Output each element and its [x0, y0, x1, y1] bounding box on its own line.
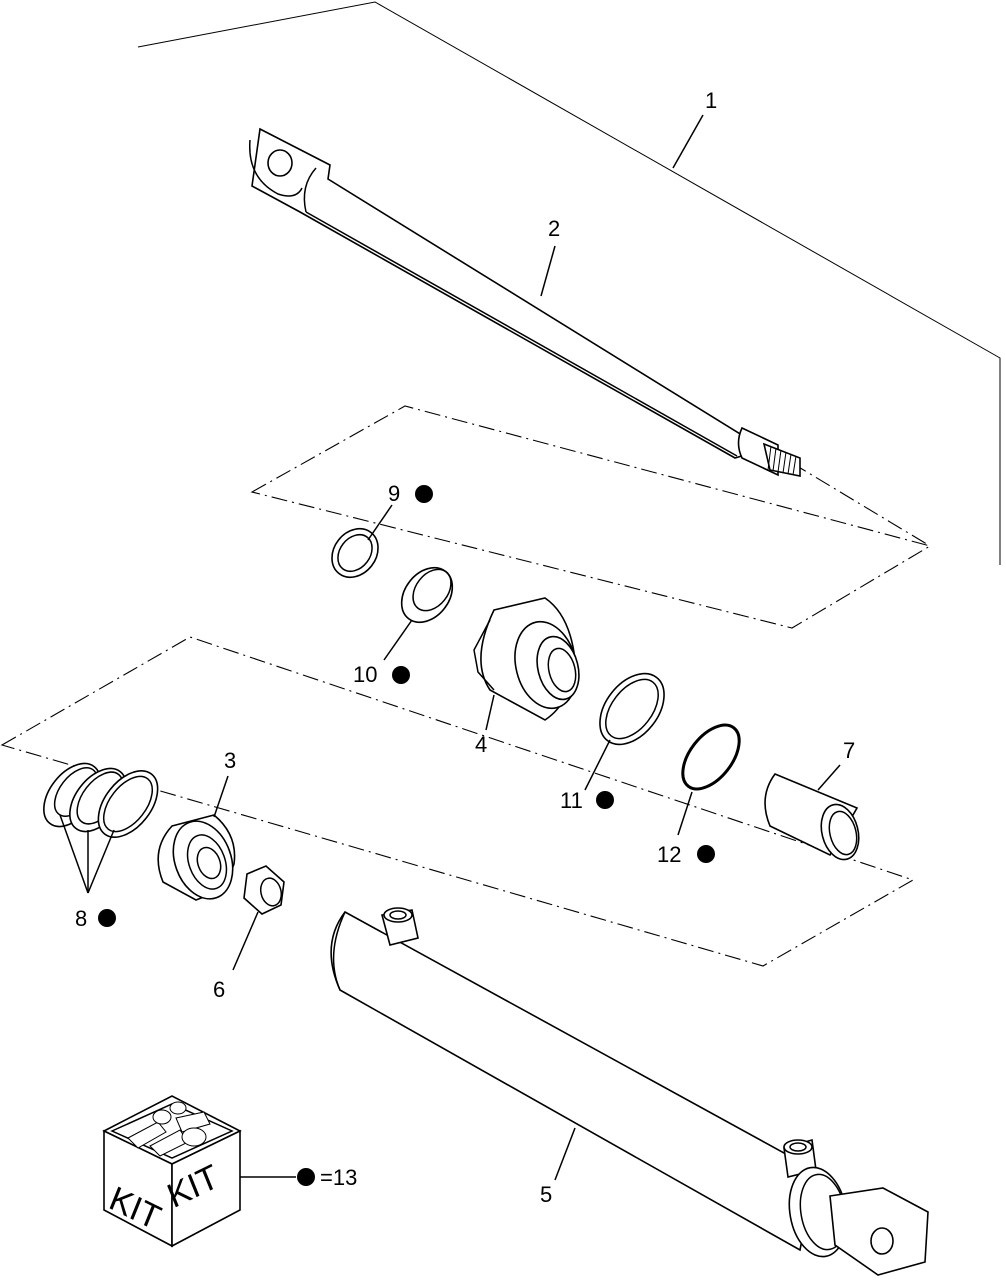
- callout-10: 10: [353, 662, 377, 687]
- kit-legend-label: =13: [320, 1165, 357, 1190]
- callout-8: 8: [75, 906, 87, 931]
- piston-rod: [249, 127, 801, 477]
- kit-bullet-icon: [415, 485, 433, 503]
- spacer-7: [764, 773, 860, 861]
- nut-6: [243, 865, 285, 915]
- kit-bullet-icon: [596, 791, 614, 809]
- kit-bullet-icon: [697, 845, 715, 863]
- kit-bullet-icon: [392, 666, 410, 684]
- kit-bullet-icon: [297, 1168, 315, 1186]
- kit-bullets: [98, 485, 715, 927]
- assembly-bracket: [137, 1, 1001, 565]
- callout-6: 6: [213, 977, 225, 1002]
- wiper-ring-10: [400, 566, 454, 624]
- callout-11: 11: [560, 788, 583, 813]
- kit-legend: KIT KIT =13: [102, 1095, 357, 1248]
- seal-ring-11: [599, 672, 665, 746]
- assembly-guide-lines: [0, 405, 932, 967]
- callout-9: 9: [388, 481, 400, 506]
- callout-7: 7: [843, 738, 855, 763]
- gland-4: [473, 597, 580, 721]
- callout-1: 1: [705, 88, 717, 113]
- callout-2: 2: [548, 216, 560, 241]
- kit-box-icon: KIT KIT: [102, 1095, 242, 1248]
- o-ring-12: [681, 723, 741, 791]
- barrel-5: [330, 907, 929, 1276]
- callout-5: 5: [540, 1182, 552, 1207]
- seal-ring-9: [331, 527, 379, 579]
- kit-bullet-icon: [98, 909, 116, 927]
- seal-set-8: [43, 762, 159, 894]
- callout-12: 12: [657, 842, 681, 867]
- piston-3: [157, 814, 236, 901]
- callout-3: 3: [224, 748, 236, 773]
- callout-labels: 1 2 9 10 4 11 12 7 3 8 6 5: [75, 88, 855, 1207]
- callout-4: 4: [475, 732, 487, 757]
- leader-lines: [213, 114, 841, 1181]
